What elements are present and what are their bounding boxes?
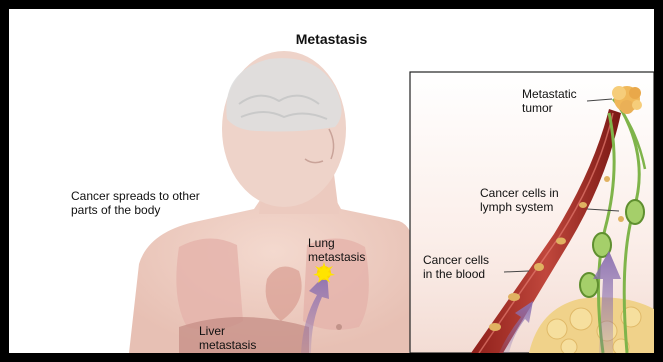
label-metastatic-tumor: Metastatic tumor (522, 87, 577, 115)
label-lymph-system: Cancer cells in lymph system (480, 186, 559, 214)
label-cancer-spreads: Cancer spreads to other parts of the bod… (71, 189, 200, 217)
label-lung-metastasis: Lung metastasis (308, 236, 365, 264)
diagram-title: Metastasis (9, 31, 654, 47)
diagram-canvas: Metastasis Cancer spreads to other parts… (9, 9, 654, 353)
label-blood: Cancer cells in the blood (423, 253, 489, 281)
illustration (9, 9, 654, 353)
label-liver-metastasis: Liver metastasis (199, 324, 256, 352)
